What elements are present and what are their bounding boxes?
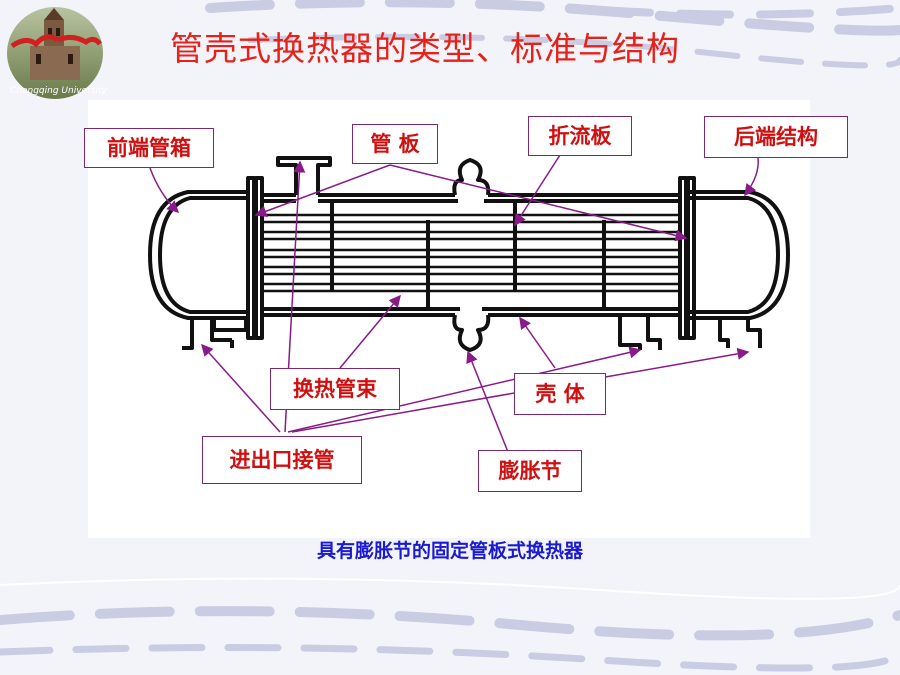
page-title: 管壳式换热器的类型、标准与结构 [170, 29, 680, 68]
university-logo [7, 7, 103, 99]
label-nozzle: 进出口接管 [202, 436, 362, 484]
label-baffle: 折流板 [528, 116, 632, 156]
logo-caption: Chongqing University [10, 86, 107, 96]
label-tube-sheet: 管 板 [352, 124, 438, 164]
label-front-head: 前端管箱 [84, 128, 214, 168]
figure-caption: 具有膨胀节的固定管板式换热器 [316, 540, 583, 562]
label-shell: 壳 体 [514, 373, 606, 415]
label-tube-bundle: 换热管束 [270, 368, 400, 410]
label-expansion-joint: 膨胀节 [478, 450, 582, 492]
label-rear-head: 后端结构 [704, 116, 848, 158]
